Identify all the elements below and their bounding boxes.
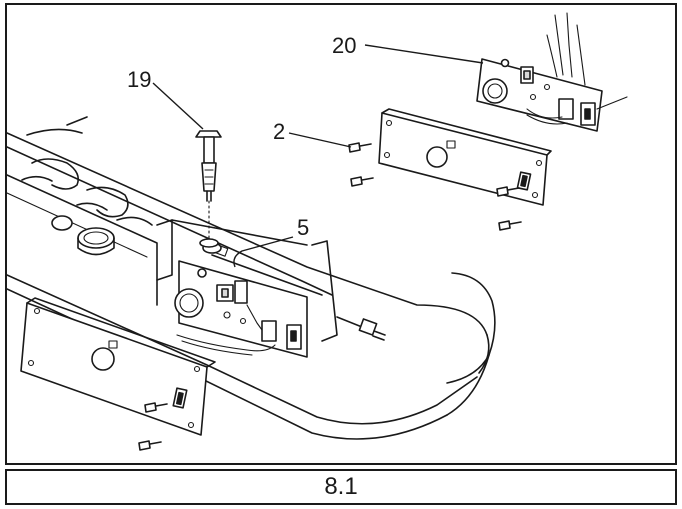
burner-slots <box>21 158 153 226</box>
power-cord-plug <box>336 316 386 341</box>
callout-19: 19 <box>127 67 151 92</box>
screws-upper <box>348 142 522 231</box>
part-19-ignitor <box>195 130 222 248</box>
callout-leaders <box>152 44 484 268</box>
screws-lower <box>138 402 168 451</box>
leader-19 <box>152 82 204 130</box>
leader-5 <box>233 236 294 268</box>
mounted-control-board <box>174 260 308 358</box>
leader-20 <box>364 44 484 64</box>
assembly-illustration: 19 20 2 5 <box>7 12 628 451</box>
part-2-cover-plate-upper <box>378 108 552 206</box>
exploded-view-drawing: 19 20 2 5 <box>5 3 677 465</box>
callout-2: 2 <box>273 119 285 144</box>
callout-20: 20 <box>332 33 356 58</box>
part-20-control-board <box>476 12 628 132</box>
leader-2 <box>288 132 352 148</box>
figure-caption: 8.1 <box>5 469 677 505</box>
fuel-cap <box>51 215 115 256</box>
cover-plate-lower <box>20 297 216 436</box>
heater-body <box>7 116 496 440</box>
callout-5: 5 <box>297 215 309 240</box>
